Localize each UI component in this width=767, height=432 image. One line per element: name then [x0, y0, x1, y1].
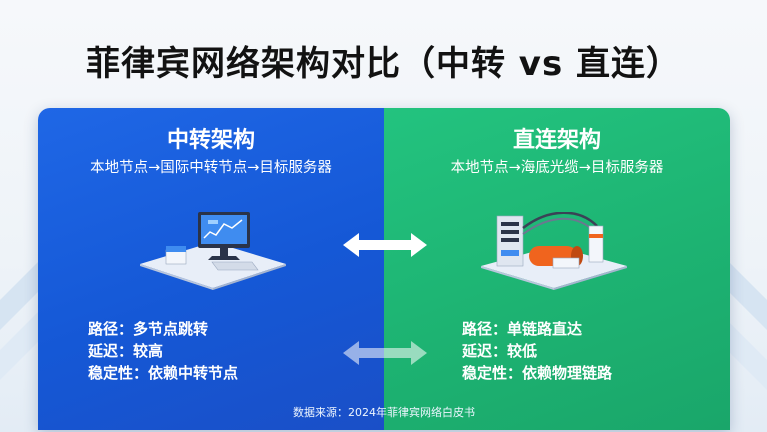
direct-architecture-panel: 直连架构 本地节点→海底光缆→目标服务器 路径：单链路直达 延迟：较低 稳定性：… — [384, 108, 730, 430]
comparison-board: 中转架构 本地节点→国际中转节点→目标服务器 路径：多节点跳转 延迟：较高 稳定… — [38, 108, 730, 430]
page-title: 菲律宾网络架构对比（中转 vs 直连） — [85, 44, 682, 84]
relay-details: 路径：多节点跳转 延迟：较高 稳定性：依赖中转节点 — [88, 318, 238, 384]
source-note: 数据来源：2024年菲律宾网络白皮书 — [293, 406, 475, 419]
background-stripes-left — [0, 260, 40, 380]
double-arrow-icon — [343, 233, 427, 257]
background-stripes-right — [727, 260, 767, 390]
direct-detail-stability: 稳定性：依赖物理链路 — [462, 364, 613, 382]
double-arrow-faded-icon — [343, 341, 427, 365]
relay-detail-latency: 延迟：较高 — [88, 342, 164, 360]
computer-monitor-icon — [140, 212, 286, 290]
relay-detail-stability: 稳定性：依赖中转节点 — [88, 364, 239, 382]
relay-path: 本地节点→国际中转节点→目标服务器 — [90, 160, 332, 176]
direct-detail-latency: 延迟：较低 — [462, 342, 538, 360]
relay-detail-path: 路径：多节点跳转 — [88, 320, 209, 338]
direct-detail-path: 路径：单链路直达 — [462, 320, 583, 338]
submarine-cable-server-icon — [481, 212, 627, 290]
direct-path: 本地节点→海底光缆→目标服务器 — [450, 160, 664, 176]
relay-heading: 中转架构 — [166, 128, 255, 153]
relay-architecture-panel: 中转架构 本地节点→国际中转节点→目标服务器 路径：多节点跳转 延迟：较高 稳定… — [38, 108, 384, 430]
direct-details: 路径：单链路直达 延迟：较低 稳定性：依赖物理链路 — [462, 318, 612, 384]
direct-heading: 直连架构 — [512, 128, 601, 153]
